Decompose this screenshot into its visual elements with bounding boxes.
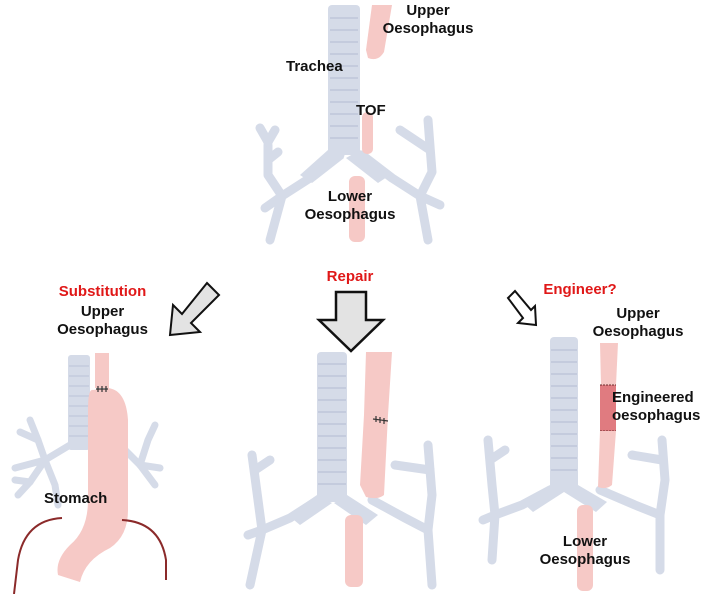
arrow-down-icon xyxy=(315,290,387,353)
label-engineered-oesophagus: Engineered oesophagus xyxy=(612,389,700,425)
arrow-down-right-icon xyxy=(506,289,538,327)
engineered-segment xyxy=(600,385,616,431)
tof-segment xyxy=(362,112,373,154)
label-lower-oesophagus-top: Lower Oesophagus xyxy=(280,188,420,224)
arrow-down-left-icon xyxy=(168,281,221,337)
label-upper-oesophagus-top: Upper Oesophagus xyxy=(368,2,488,38)
lower-oesophagus xyxy=(349,176,365,242)
right-panel xyxy=(478,289,670,591)
trachea-center xyxy=(288,352,378,525)
label-lower-oesophagus-right: Lower Oesophagus xyxy=(520,533,650,569)
label-stomach: Stomach xyxy=(44,490,108,507)
label-line: oesophagus xyxy=(612,407,701,424)
label-line: Upper xyxy=(616,305,660,322)
trachea xyxy=(300,5,390,183)
center-panel xyxy=(243,290,437,590)
upper-oesophagus-stump-left xyxy=(95,353,109,388)
oesophagus-distal-right xyxy=(598,431,616,489)
stomach-conduit xyxy=(57,388,128,582)
trachea-left xyxy=(68,355,90,450)
upper-oesophagus-pouch xyxy=(366,5,392,60)
label-line: Oesophagus xyxy=(382,20,474,37)
bronchial-tree-left xyxy=(11,416,164,509)
lower-oesophagus-right xyxy=(577,505,593,591)
diaphragm-right xyxy=(121,519,167,580)
label-upper-oesophagus-left: Upper Oesophagus xyxy=(40,303,165,339)
title-repair: Repair xyxy=(326,268,374,285)
label-trachea: Trachea xyxy=(286,58,343,75)
label-tof: TOF xyxy=(356,102,386,119)
title-engineer: Engineer? xyxy=(543,281,617,298)
upper-oesophagus-right xyxy=(600,343,618,385)
label-line: Oesophagus xyxy=(304,206,396,223)
repaired-oesophagus xyxy=(360,352,392,499)
anastomosis-stitch xyxy=(96,386,108,392)
top-panel xyxy=(255,5,445,245)
label-line: Upper xyxy=(80,303,125,320)
label-line: Lower xyxy=(327,188,373,205)
label-line: Oesophagus xyxy=(57,321,148,338)
label-line: Lower xyxy=(562,533,608,550)
label-line: Upper xyxy=(406,2,450,19)
lower-oesophagus-center xyxy=(345,515,363,587)
diaphragm-left xyxy=(13,517,63,594)
label-upper-oesophagus-right: Upper Oesophagus xyxy=(578,305,698,341)
label-line: Engineered xyxy=(612,389,694,406)
trachea-right xyxy=(522,337,607,512)
label-line: Oesophagus xyxy=(539,551,631,568)
label-line: Oesophagus xyxy=(592,323,684,340)
title-substitution: Substitution xyxy=(58,283,147,300)
left-panel xyxy=(11,281,221,594)
repair-stitch xyxy=(372,416,389,424)
